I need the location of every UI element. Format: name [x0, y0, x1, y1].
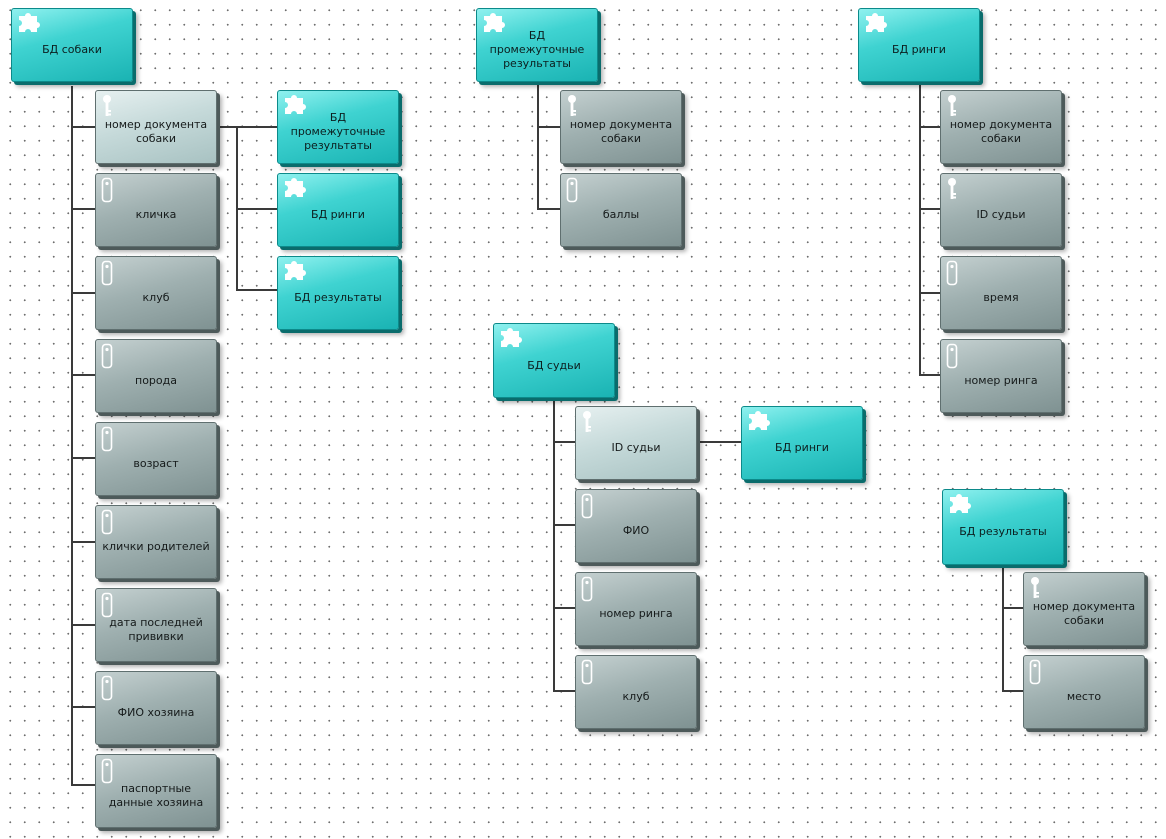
tag-icon [101, 177, 113, 203]
attribute-label: баллы [602, 208, 640, 221]
attribute-box[interactable]: время [940, 256, 1062, 330]
attribute-label: время [983, 291, 1019, 304]
link-label: БД результаты [294, 291, 382, 304]
tag-icon [101, 260, 113, 286]
attribute-box[interactable]: клуб [575, 655, 697, 729]
attribute-label: дата последней прививки [109, 616, 203, 643]
tag-icon [101, 426, 113, 452]
attribute-box[interactable]: кличка [95, 173, 217, 247]
attribute-label: номер документа собаки [104, 118, 208, 145]
attribute-box[interactable]: ФИО хозяина [95, 671, 217, 745]
entity-judges[interactable]: БД судьи [493, 323, 615, 398]
tag-icon [946, 343, 958, 369]
link-rings[interactable]: БД ринги [741, 406, 863, 480]
attribute-box[interactable]: клуб [95, 256, 217, 330]
puzzle-icon [749, 411, 770, 430]
key-icon [568, 95, 576, 116]
attribute-box[interactable]: дата последней прививки [95, 588, 217, 662]
attribute-box[interactable]: номер документа собаки [940, 90, 1062, 164]
attribute-label: кличка [135, 208, 177, 221]
attribute-box[interactable]: возраст [95, 422, 217, 496]
puzzle-icon [950, 494, 971, 513]
puzzle-icon [285, 261, 306, 280]
tag-icon [101, 675, 113, 701]
link-rings[interactable]: БД ринги [277, 173, 399, 247]
attribute-box[interactable]: номер документа собаки [1023, 572, 1145, 646]
puzzle-icon [501, 328, 522, 347]
entity-title: БД судьи [527, 358, 581, 372]
link-label: БД ринги [311, 208, 365, 221]
puzzle-icon [484, 13, 505, 32]
attribute-box[interactable]: ID судьи [940, 173, 1062, 247]
entity-title: БД собаки [42, 43, 102, 56]
entity-results[interactable]: БД результаты [942, 489, 1064, 565]
attribute-box[interactable]: место [1023, 655, 1145, 729]
attribute-label: клички родителей [102, 540, 210, 553]
tag-icon [101, 343, 113, 369]
puzzle-icon [285, 95, 306, 114]
link-label: БД промежуточные результаты [290, 111, 386, 152]
attribute-label: ФИО [622, 524, 650, 537]
tag-icon [1029, 659, 1041, 685]
key-icon [583, 411, 591, 432]
entity-intermediate-results[interactable]: БД промежуточные результаты [476, 8, 598, 82]
attribute-box[interactable]: ID судьи [575, 406, 697, 480]
link-intermediate-results[interactable]: БД промежуточные результаты [277, 90, 399, 164]
entity-title: БД промежуточные результаты [489, 29, 585, 70]
attribute-label: возраст [133, 457, 179, 470]
attribute-label: клуб [142, 291, 170, 304]
entity-rings[interactable]: БД ринги [858, 8, 980, 82]
link-label: БД ринги [775, 441, 829, 454]
attribute-box[interactable]: паспортные данные хозяина [95, 754, 217, 828]
tag-icon [581, 493, 593, 519]
attribute-label: номер ринга [599, 607, 673, 620]
tag-icon [101, 509, 113, 535]
key-icon [948, 178, 956, 199]
attribute-label: номер ринга [964, 374, 1038, 387]
tag-icon [581, 659, 593, 685]
attribute-box[interactable]: номер документа собаки [560, 90, 682, 164]
attribute-box[interactable]: ФИО [575, 489, 697, 563]
attribute-label: номер документа собаки [569, 118, 673, 145]
puzzle-icon [285, 178, 306, 197]
attribute-box[interactable]: номер ринга [575, 572, 697, 646]
puzzle-icon [19, 13, 40, 32]
entity-title: БД результаты [959, 525, 1047, 538]
tag-icon [566, 177, 578, 203]
attribute-label: ID судьи [611, 441, 661, 454]
attribute-box[interactable]: баллы [560, 173, 682, 247]
tag-icon [946, 260, 958, 286]
tag-icon [101, 592, 113, 618]
entity-dogs[interactable]: БД собаки [11, 8, 133, 82]
attribute-box[interactable]: клички родителей [95, 505, 217, 579]
entity-title: БД ринги [892, 43, 946, 56]
tag-icon [101, 758, 113, 784]
tag-icon [581, 576, 593, 602]
link-results[interactable]: БД результаты [277, 256, 399, 330]
attribute-label: номер документа собаки [949, 118, 1053, 145]
attribute-box[interactable]: номер документа собаки [95, 90, 217, 164]
key-icon [948, 95, 956, 116]
key-icon [1031, 577, 1039, 598]
attribute-label: место [1066, 690, 1102, 703]
puzzle-icon [866, 13, 887, 32]
key-icon [103, 95, 111, 116]
attribute-label: порода [135, 374, 177, 387]
attribute-label: клуб [622, 690, 650, 703]
attribute-box[interactable]: номер ринга [940, 339, 1062, 413]
attribute-label: номер документа собаки [1032, 600, 1136, 627]
attribute-label: ФИО хозяина [117, 706, 195, 719]
attribute-label: паспортные данные хозяина [108, 782, 204, 809]
attribute-box[interactable]: порода [95, 339, 217, 413]
attribute-label: ID судьи [976, 208, 1026, 221]
